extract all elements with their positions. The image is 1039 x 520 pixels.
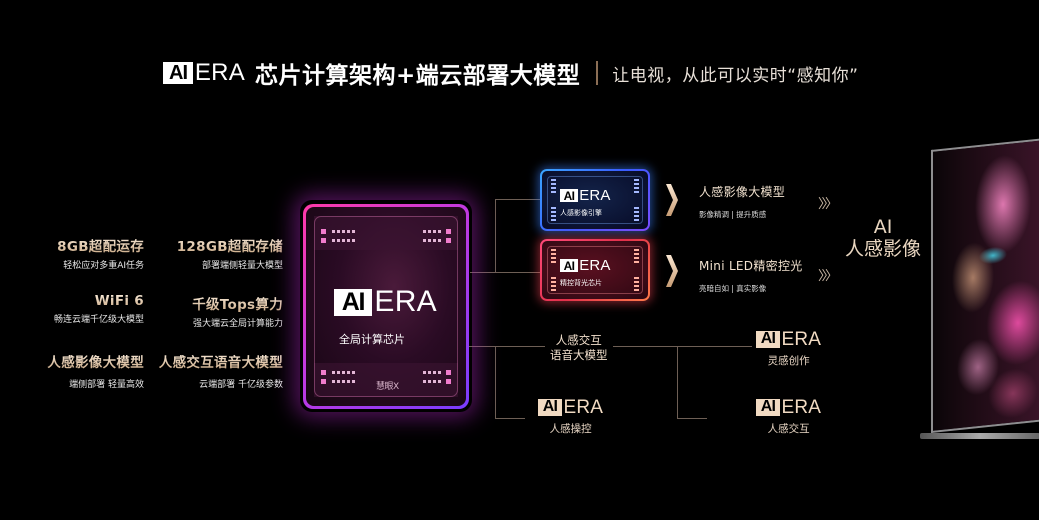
- connector-line: [495, 418, 525, 419]
- main-chip: AI ERA 全局计算芯片 慧眼X: [303, 204, 469, 409]
- feature-voice-model: 人感交互语音大模型 云端部署 千亿级参数: [159, 351, 283, 390]
- ai-badge-icon: AI: [334, 288, 372, 316]
- connector-line: [495, 272, 541, 273]
- connector-line: [677, 346, 678, 418]
- connector-line: [470, 272, 496, 273]
- feature-wifi: WiFi 6 畅连云端千亿级大模型: [53, 293, 144, 325]
- page-title: 芯片计算架构+端云部署大模型: [254, 63, 581, 89]
- chip-label: 全局计算芯片: [339, 333, 405, 346]
- card-logo: AI ERA: [560, 188, 610, 203]
- feature-vision-model: 人感影像大模型 端侧部署 轻量高效: [47, 351, 144, 390]
- arrows-icon: 〉〉〉: [818, 269, 838, 284]
- chip-logo: AI ERA: [334, 287, 437, 317]
- ai-badge-icon: AI: [756, 398, 780, 416]
- ai-vision-result: AI 人感影像: [845, 216, 922, 260]
- card-logo: AI ERA: [560, 258, 610, 273]
- output-vision-model: 人感影像大模型 影像精调 | 提升质感: [699, 185, 786, 219]
- node-interaction: AI ERA 人感交互: [756, 396, 821, 436]
- ai-badge-icon: AI: [163, 62, 193, 84]
- connector-line: [468, 346, 545, 347]
- output-miniled: Mini LED精密控光 亮暗自如 | 真实影像: [699, 259, 803, 293]
- node-creation: AI ERA 灵感创作: [756, 328, 821, 368]
- node-control: AI ERA 人感操控: [538, 396, 603, 436]
- ai-era-logo: AI ERA: [163, 61, 245, 85]
- chevron-right-icon: [666, 255, 678, 287]
- ai-badge-icon: AI: [560, 189, 578, 202]
- voice-model-label: 人感交互 语音大模型: [545, 333, 613, 363]
- connector-line: [495, 199, 496, 273]
- page-header: AI ERA 芯片计算架构+端云部署大模型 让电视，从此可以实时“感知你”: [163, 58, 859, 89]
- feature-ram: 8GB超配运存 轻松应对多重AI任务: [57, 235, 144, 271]
- ai-badge-icon: AI: [756, 330, 780, 348]
- tv-image: [931, 138, 1039, 433]
- chip-mark: 慧眼X: [376, 382, 399, 392]
- connector-line: [495, 346, 496, 418]
- ai-badge-icon: AI: [538, 398, 562, 416]
- tv-screen-art: [933, 140, 1039, 431]
- ai-badge-icon: AI: [560, 259, 578, 272]
- feature-tops: 千级Tops算力 强大端云全局计算能力: [192, 293, 283, 329]
- title-divider: [596, 61, 599, 85]
- connector-line: [495, 199, 541, 200]
- page-subtitle: 让电视，从此可以实时“感知你”: [612, 65, 859, 86]
- feature-storage: 128GB超配存储 部署端侧轻量大模型: [177, 235, 283, 271]
- connector-line: [612, 346, 752, 347]
- vision-engine-chip: AI ERA 人感影像引擎: [540, 169, 650, 231]
- chevron-right-icon: [666, 184, 678, 216]
- backlight-chip: AI ERA 精控背光芯片: [540, 239, 650, 301]
- tv-stand: [920, 433, 1039, 439]
- connector-line: [677, 418, 707, 419]
- arrows-icon: 〉〉〉: [818, 197, 838, 212]
